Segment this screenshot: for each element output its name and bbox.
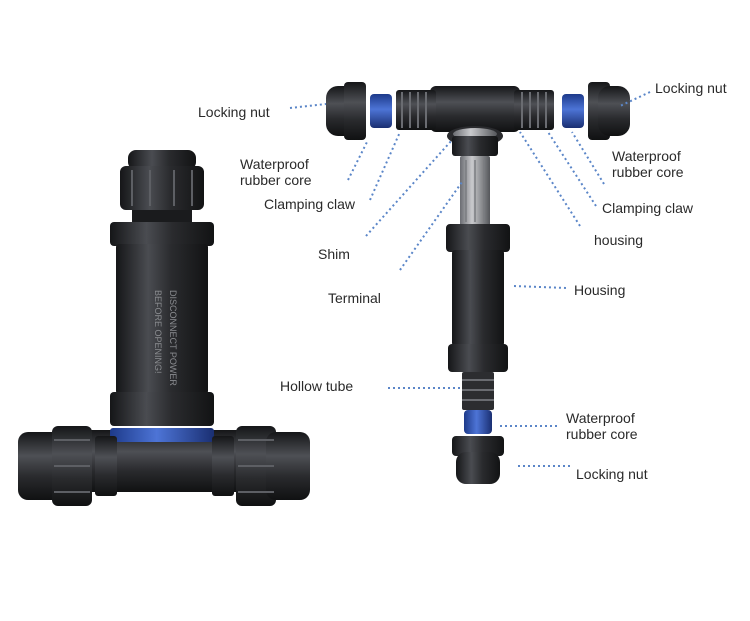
leader-clamping-claw-right xyxy=(547,131,597,207)
label-terminal: Terminal xyxy=(328,290,381,306)
label-locking-nut-left: Locking nut xyxy=(198,104,270,120)
label-rubber-core-right: Waterproof rubber core xyxy=(612,148,684,180)
assembled-horizontal-body xyxy=(82,428,242,496)
leader-housing xyxy=(513,285,567,289)
label-rubber-core-left: Waterproof rubber core xyxy=(240,156,312,188)
label-housing-small: housing xyxy=(594,232,644,248)
exploded-housing xyxy=(446,224,510,372)
exploded-t-body xyxy=(430,86,520,132)
leader-locking-nut-left xyxy=(289,103,327,109)
exploded-bottom-rubber-core xyxy=(464,410,492,434)
assembled-top-locking-nut xyxy=(120,150,204,224)
label-rubber-core-bottom: Waterproof rubber core xyxy=(566,410,638,442)
leader-locking-nut-right xyxy=(619,91,651,107)
embossed-text-line2: BEFORE OPENING! xyxy=(153,290,163,374)
leader-shim xyxy=(365,139,453,237)
label-clamping-claw-right: Clamping claw xyxy=(602,200,694,216)
exploded-left-locking-nut xyxy=(326,82,366,140)
exploded-connector xyxy=(326,82,630,484)
assembled-right-locking-nut xyxy=(236,426,310,506)
label-locking-nut-bottom: Locking nut xyxy=(576,466,648,482)
label-locking-nut-right: Locking nut xyxy=(655,80,727,96)
exploded-bottom-locking-nut xyxy=(452,436,504,484)
label-hollow-tube: Hollow tube xyxy=(280,378,354,394)
leader-clamping-claw-left xyxy=(369,131,401,201)
leader-housing-small xyxy=(519,131,581,227)
leader-rubber-core-right xyxy=(571,131,605,185)
label-clamping-claw-left: Clamping claw xyxy=(264,196,356,212)
exploded-left-rubber-core xyxy=(370,94,392,128)
embossed-text-line1: DISCONNECT POWER xyxy=(168,290,178,386)
label-shim: Shim xyxy=(318,246,350,262)
leader-rubber-core-left xyxy=(347,139,369,181)
assembled-connector: DISCONNECT POWER BEFORE OPENING! xyxy=(18,150,310,506)
leader-lines xyxy=(289,91,651,467)
label-housing: Housing xyxy=(574,282,626,298)
exploded-right-rubber-core xyxy=(562,94,584,128)
assembled-left-locking-nut xyxy=(18,426,92,506)
assembled-blue-seal xyxy=(110,428,214,442)
exploded-right-clamping-claw xyxy=(514,90,554,130)
exploded-right-locking-nut xyxy=(588,82,630,140)
assembled-vertical-body xyxy=(110,222,214,426)
